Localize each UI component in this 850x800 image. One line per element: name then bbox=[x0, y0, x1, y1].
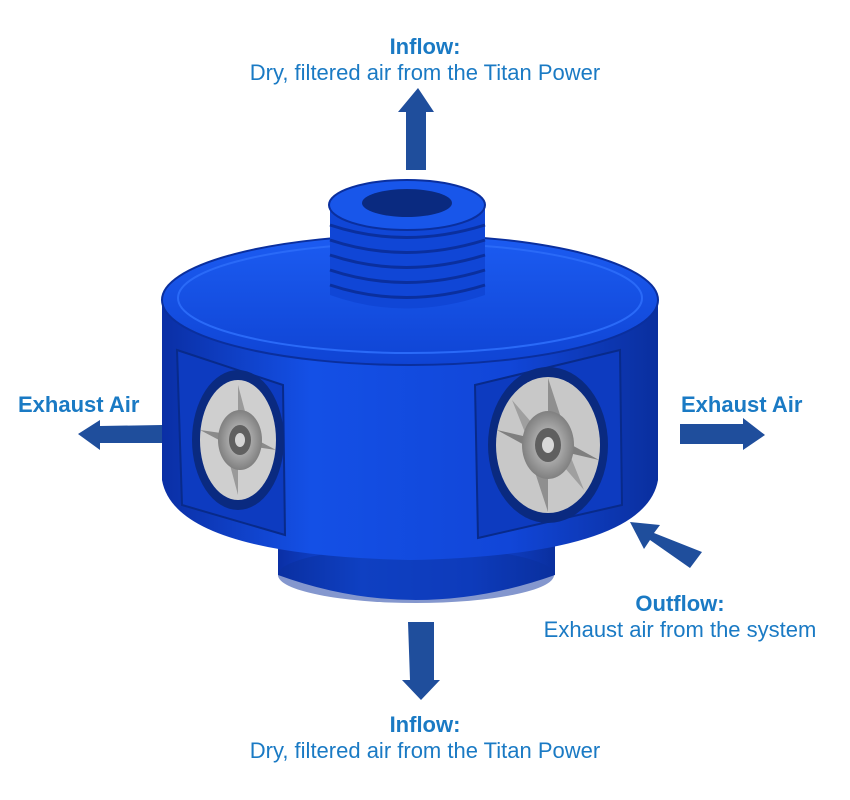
outflow-label: Outflow: Exhaust air from the system bbox=[510, 591, 850, 643]
exhaust-right-label: Exhaust Air bbox=[681, 392, 802, 418]
arrow-up-icon bbox=[398, 88, 434, 170]
inflow-bottom-heading: Inflow: bbox=[150, 712, 700, 738]
arrow-right-icon bbox=[680, 418, 765, 450]
inflow-top-label: Inflow: Dry, filtered air from the Titan… bbox=[150, 34, 700, 86]
outflow-text: Exhaust air from the system bbox=[510, 617, 850, 643]
inflow-bottom-text: Dry, filtered air from the Titan Power bbox=[150, 738, 700, 764]
arrow-diagonal-icon bbox=[630, 522, 702, 568]
inflow-top-heading: Inflow: bbox=[150, 34, 700, 60]
outflow-heading: Outflow: bbox=[510, 591, 850, 617]
exhaust-left-label: Exhaust Air bbox=[18, 392, 139, 418]
arrow-left-icon bbox=[78, 420, 162, 450]
threaded-fitting bbox=[329, 180, 485, 309]
arrow-down-icon bbox=[402, 622, 440, 700]
inflow-top-text: Dry, filtered air from the Titan Power bbox=[150, 60, 700, 86]
inflow-bottom-label: Inflow: Dry, filtered air from the Titan… bbox=[150, 712, 700, 764]
